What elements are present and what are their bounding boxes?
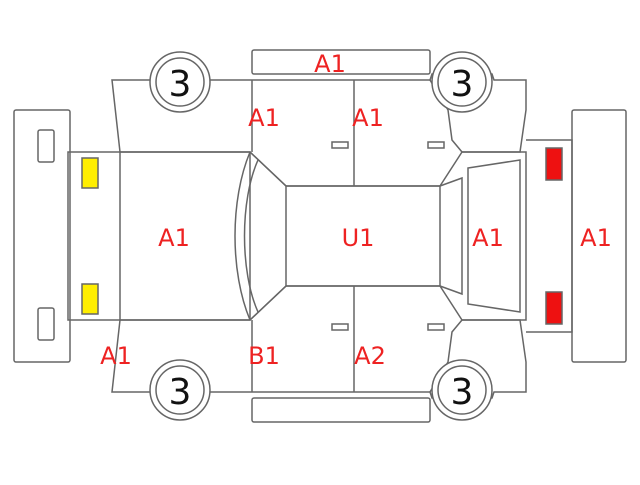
code-rear-door-right: A2	[354, 342, 386, 370]
bottom-side-skirt	[251, 397, 431, 423]
wheel-front-right	[149, 359, 211, 421]
wheel-rear-left	[431, 51, 493, 113]
code-roof-top-edge: A1	[314, 50, 346, 78]
code-rear-door-left: A1	[352, 104, 384, 132]
taillight-marker-bottom	[545, 291, 563, 325]
wheel-front-left	[149, 51, 211, 113]
code-rear-bumper: A1	[580, 224, 612, 252]
wheel-number-front-left: 3	[169, 64, 192, 105]
headlight-marker-top	[81, 157, 99, 189]
front-bumper	[13, 109, 71, 363]
wheel-number-rear-right: 3	[451, 372, 474, 413]
code-front-bumper-corner: A1	[100, 342, 132, 370]
taillight-marker-top	[545, 147, 563, 181]
headlight-marker-bottom	[81, 283, 99, 315]
wheel-rear-right	[431, 359, 493, 421]
code-roof: U1	[342, 224, 375, 252]
wheel-number-front-right: 3	[169, 372, 192, 413]
code-hood: A1	[158, 224, 190, 252]
top-view-body	[67, 139, 573, 333]
code-front-door-left: A1	[248, 104, 280, 132]
code-trunk: A1	[472, 224, 504, 252]
wheel-number-rear-left: 3	[451, 64, 474, 105]
code-front-door-right: B1	[248, 342, 280, 370]
top-side-skirt	[251, 49, 431, 75]
